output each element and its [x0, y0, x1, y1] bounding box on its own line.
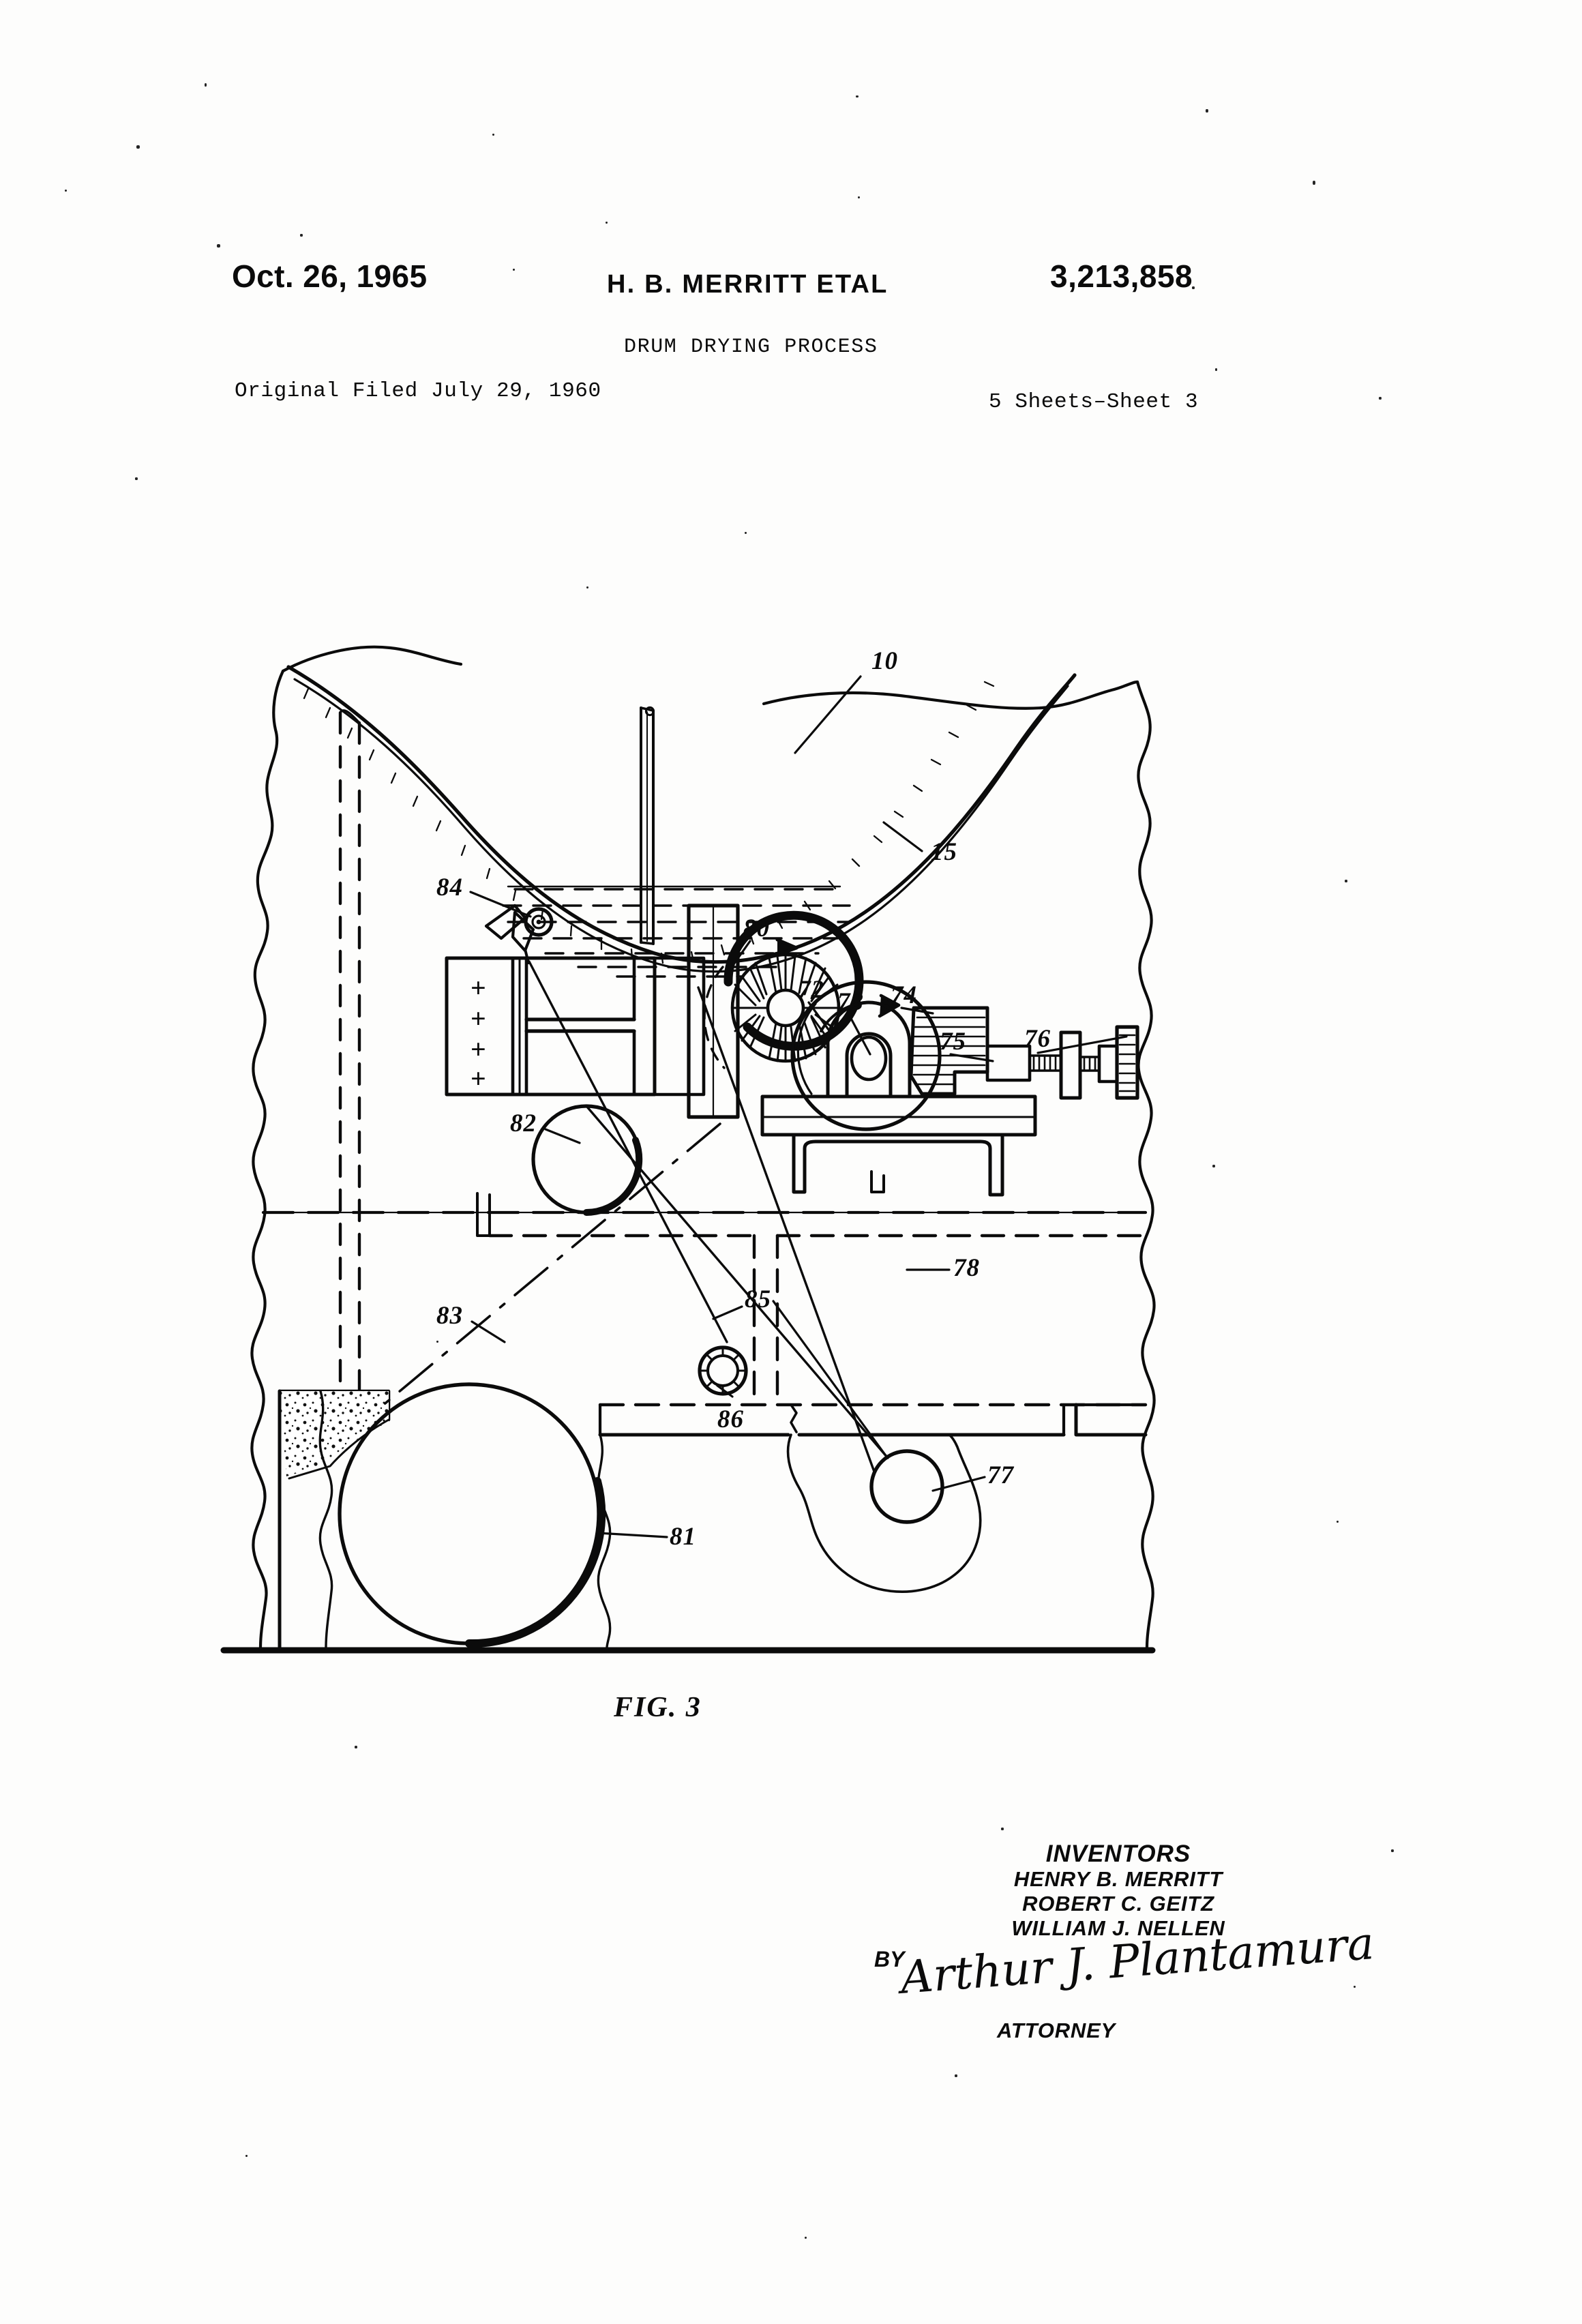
scan-speck	[1391, 1849, 1394, 1852]
ref-numeral-76: 76	[1024, 1025, 1051, 1053]
scan-speck	[858, 196, 860, 198]
scan-speck	[1206, 109, 1208, 113]
patent-issue-date: Oct. 26, 1965	[232, 258, 428, 294]
scan-speck	[245, 2155, 248, 2157]
ref-numeral-83: 83	[436, 1302, 463, 1330]
scan-speck	[136, 145, 140, 149]
scan-speck	[1345, 880, 1347, 882]
housing-plus-mark-1: +	[471, 972, 487, 1003]
scan-speck	[586, 586, 588, 589]
patent-filing-date: Original Filed July 29, 1960	[235, 379, 601, 403]
ref-numeral-77: 77	[987, 1461, 1014, 1489]
scan-speck	[1313, 181, 1315, 185]
ref-numeral-80: 80	[743, 914, 770, 942]
scan-speck	[513, 269, 515, 271]
scan-speck	[1337, 1521, 1339, 1523]
inventor-name-1: HENRY B. MERRITT	[1013, 1866, 1223, 1891]
scan-speck	[955, 2074, 957, 2077]
ref-numeral-78: 78	[953, 1254, 980, 1282]
patent-inventor-line: H. B. MERRITT ETAL	[607, 270, 889, 299]
scan-speck	[300, 234, 303, 237]
ref-numeral-74: 74	[891, 981, 917, 1009]
attorney-label: ATTORNEY	[997, 2018, 1116, 2042]
patent-title: DRUM DRYING PROCESS	[624, 336, 878, 359]
scan-speck	[1379, 397, 1382, 400]
inventor-name-2: ROBERT C. GEITZ	[1022, 1891, 1214, 1916]
ref-numeral-15: 15	[931, 838, 957, 866]
scan-speck	[217, 244, 220, 248]
scan-speck	[135, 477, 138, 480]
scan-speck	[1001, 1828, 1004, 1830]
ref-numeral-84: 84	[436, 874, 463, 902]
scan-speck	[745, 532, 747, 534]
ref-numeral-85: 85	[745, 1285, 771, 1313]
ref-numeral-73: 73	[837, 988, 864, 1016]
ref-numeral-86: 86	[717, 1405, 744, 1433]
patent-sheet-count: 5 Sheets–Sheet 3	[989, 390, 1199, 414]
scan-speck	[355, 1746, 357, 1748]
ref-numeral-72: 72	[798, 976, 824, 1004]
ref-numeral-75: 75	[940, 1028, 966, 1056]
scan-speck	[1192, 286, 1195, 289]
ref-numeral-82: 82	[510, 1109, 537, 1137]
scan-speck	[65, 190, 67, 192]
housing-plus-mark-3: +	[471, 1034, 487, 1064]
scan-speck	[805, 2237, 807, 2239]
ref-numeral-10: 10	[871, 647, 898, 675]
scan-speck	[1354, 1986, 1356, 1988]
signature-by-label: BY	[874, 1947, 905, 1971]
scan-speck	[1215, 368, 1217, 371]
scan-speck	[492, 134, 494, 136]
inventor-name-3: WILLIAM J. NELLEN	[1011, 1916, 1225, 1940]
figure-caption: FIG. 3	[614, 1692, 702, 1723]
scan-speck	[856, 95, 859, 98]
signature-block: INVENTORS HENRY B. MERRITT ROBERT C. GEI…	[941, 1841, 1296, 1941]
scan-speck	[1212, 1165, 1215, 1167]
scan-speck	[205, 83, 207, 87]
patent-number: 3,213,858	[1050, 258, 1193, 294]
housing-plus-mark-2: +	[471, 1003, 487, 1034]
scan-speck	[606, 222, 608, 224]
ref-numeral-81: 81	[670, 1523, 696, 1551]
scan-speck	[436, 1341, 438, 1343]
housing-plus-mark-4: +	[471, 1063, 487, 1094]
inventors-heading: INVENTORS	[1045, 1841, 1191, 1867]
